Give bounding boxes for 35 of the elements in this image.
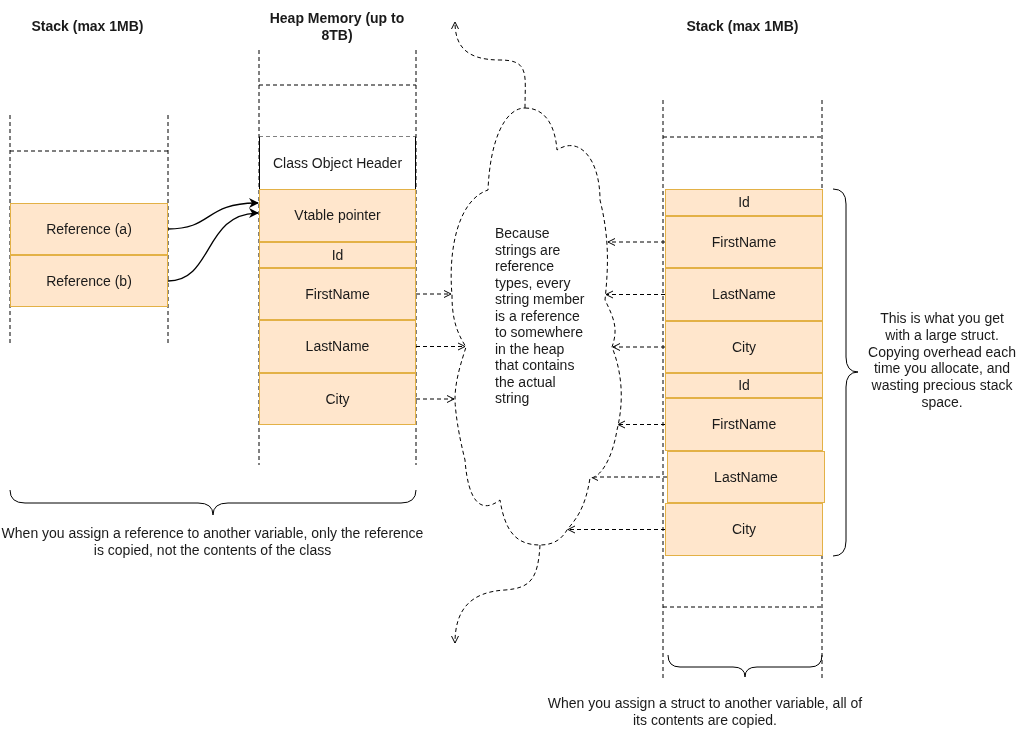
arrow [451,21,526,109]
memory-slot: City [665,503,823,556]
note-text: Because strings are reference types, every string member is a reference to somewhere in the heap that contains the actual string [495,225,586,407]
arrow [415,290,452,298]
arrow [167,209,259,282]
arrow [605,290,666,299]
memory-slot: City [665,321,823,373]
arrow [451,544,541,644]
arrow [607,238,666,246]
memory-slot: FirstName [665,216,823,268]
memory-slot: FirstName [665,398,823,451]
arrow [567,525,666,534]
memory-slot: City [259,373,416,425]
memory-slot: FirstName [259,268,416,320]
arrow [415,342,466,351]
memory-slot: Id [665,373,823,398]
arrow [415,395,455,403]
memory-slot: Id [665,189,823,216]
memory-slot: LastName [259,320,416,373]
note-text: When you assign a reference to another variable, only the reference is copied, not the contents of the class [0,525,425,559]
memory-slot: Reference (a) [10,203,168,255]
arrow [612,343,666,351]
memory-slot: LastName [665,268,823,321]
column-heading: Heap Memory (up to 8TB) [268,10,406,44]
note-text: This is what you get with a large struct. Copying overhead each time you allocate, and wasting precious stack space. [867,310,1017,411]
column-heading: Stack (max 1MB) [685,18,800,35]
memory-slot: Id [259,242,416,268]
memory-slot: LastName [667,451,825,503]
memory-slot: Reference (b) [10,255,168,307]
column-heading: Stack (max 1MB) [30,18,145,35]
memory-slot: Vtable pointer [259,189,416,242]
note-text: When you assign a struct to another variable, all of its contents are copied. [546,695,864,729]
arrow [167,198,259,230]
arrow [617,420,666,429]
object-header-box: Class Object Header [259,137,416,189]
